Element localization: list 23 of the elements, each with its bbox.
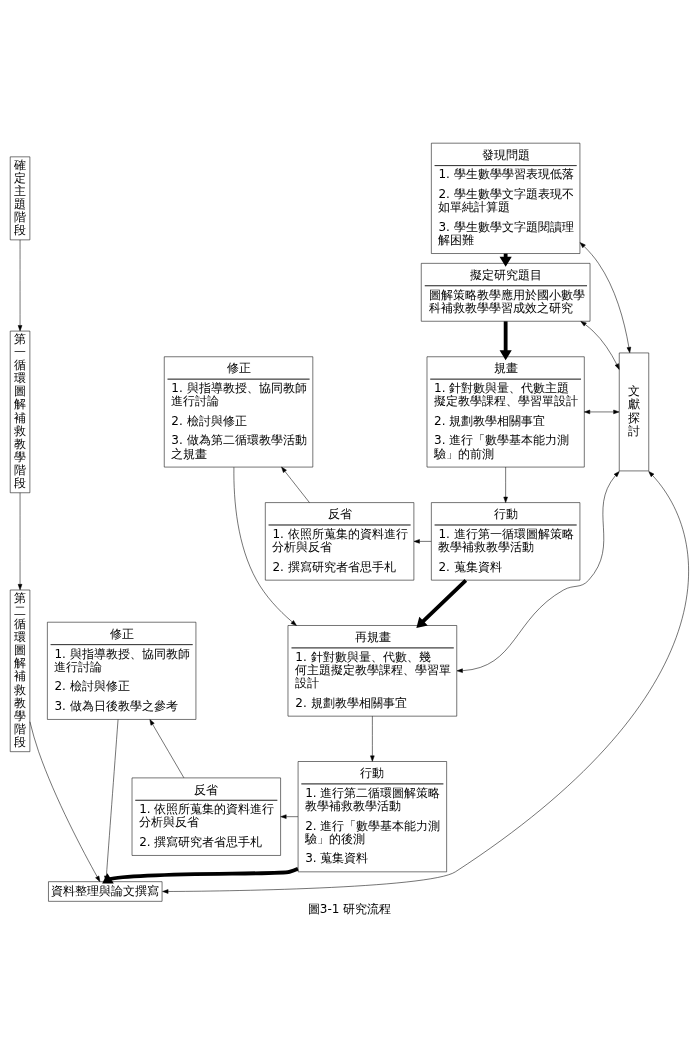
arrow [17,239,23,331]
node-box: 確定主題階段 [9,156,31,240]
arrow [29,721,101,882]
node-box: 第二循環圖解補救教學階段 [9,589,31,752]
arrow [281,466,310,503]
arrow [17,492,23,590]
arrow [413,538,432,544]
node-box: 文獻探討 [619,352,650,471]
node-box: 資料整理與論文撰寫 [48,880,163,902]
arrow [233,466,297,626]
arrow [456,470,620,673]
caption: 圖3-1 研究流程 [307,901,392,916]
arrow [584,409,620,414]
arrow [280,814,299,819]
node-box: 第一循環圖解補救教學階段 [9,330,31,493]
arrow [370,715,375,762]
arrow [503,466,508,503]
arrow [579,241,632,353]
arrow [162,470,689,894]
arrow [416,578,468,628]
arrow [580,320,620,370]
arrow [149,718,185,778]
arrow [499,320,512,360]
